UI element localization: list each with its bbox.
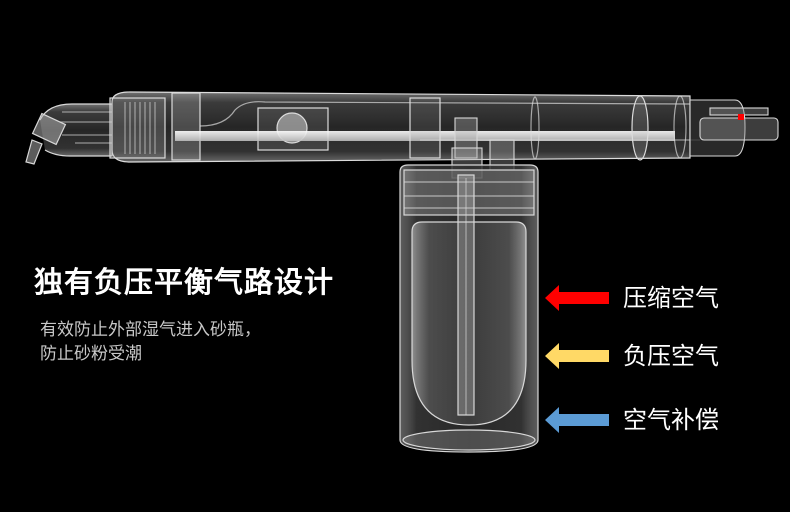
legend-label: 压缩空气 <box>623 284 719 312</box>
feature-headline: 独有负压平衡气路设计 <box>34 265 335 299</box>
legend-negative-pressure-air: 负压空气 <box>545 342 719 370</box>
legend-label: 负压空气 <box>623 342 719 370</box>
arrow-left-icon <box>545 343 609 369</box>
rear-connector <box>689 99 779 157</box>
arrow-left-icon <box>545 407 609 433</box>
legend-label: 空气补偿 <box>623 406 719 434</box>
legend-compressed-air: 压缩空气 <box>545 284 719 312</box>
arrow-left-icon <box>545 285 609 311</box>
legend-air-compensation: 空气补偿 <box>545 406 719 434</box>
description-line-1: 有效防止外部湿气进入砂瓶， <box>40 320 261 340</box>
sand-jar <box>399 164 539 453</box>
feature-description: 有效防止外部湿气进入砂瓶， 防止砂粉受潮 <box>40 318 261 366</box>
red-indicator <box>738 114 744 120</box>
nozzle-head <box>25 103 113 165</box>
main-barrel <box>109 91 700 163</box>
description-line-2: 防止砂粉受潮 <box>40 344 142 364</box>
